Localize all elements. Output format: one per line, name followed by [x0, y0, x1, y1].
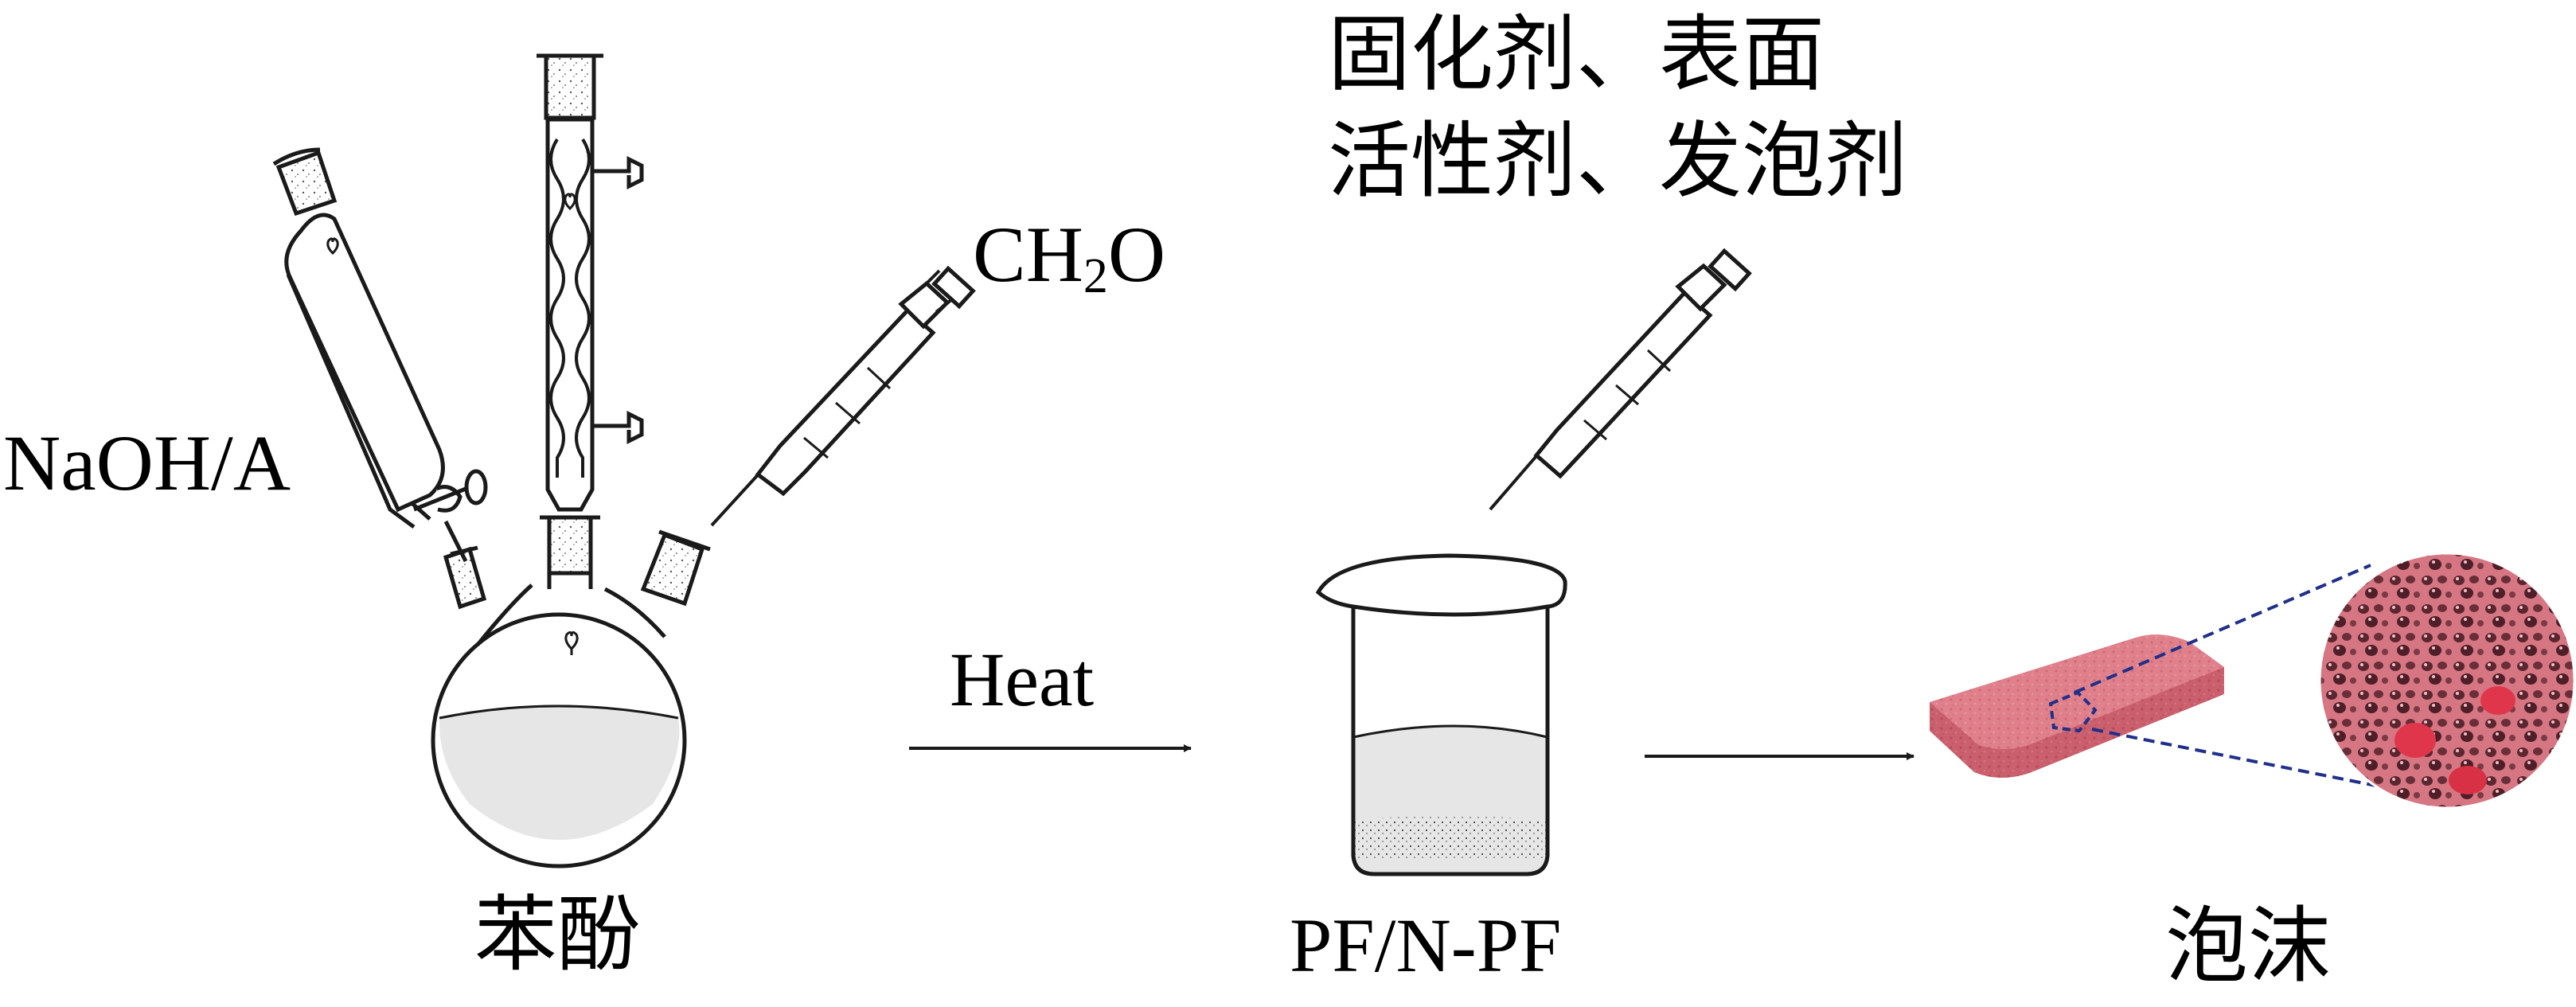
syringe-additives — [1490, 251, 1749, 509]
syringe-ch2o — [712, 268, 973, 525]
additives-label-line2: 活性剂、发泡剂 — [1328, 119, 1907, 202]
ch2o-main: CH — [973, 210, 1083, 299]
heat-label: Heat — [950, 642, 1094, 718]
ch2o-label: CH2O — [973, 215, 1165, 301]
pf-label: PF/N-PF — [1290, 907, 1562, 984]
ch2o-subscript: 2 — [1083, 249, 1108, 303]
round-bottom-flask — [433, 585, 685, 866]
ch2o-end: O — [1108, 210, 1165, 299]
dropping-funnel — [274, 150, 486, 607]
additives-label-line1: 固化剂、表面 — [1328, 13, 1825, 96]
right-neck — [643, 532, 710, 603]
condenser — [537, 56, 642, 589]
naoh-label: NaOH/A — [3, 423, 291, 503]
foam-label: 泡沫 — [2165, 904, 2331, 987]
foam-zoom-circle — [2316, 549, 2576, 812]
beaker — [1318, 556, 1565, 874]
foam-block — [1930, 634, 2224, 778]
phenol-label: 苯酚 — [474, 893, 640, 976]
